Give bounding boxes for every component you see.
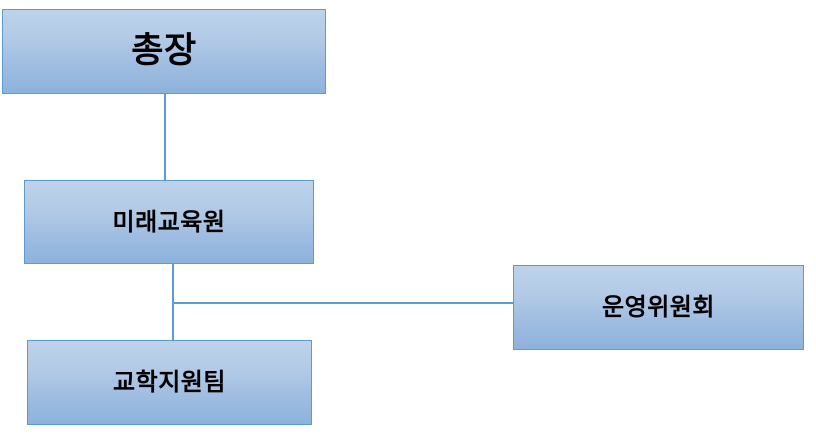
- node-future-education-institute[interactable]: 미래교육원: [24, 180, 314, 264]
- node-president-label: 총장: [131, 31, 197, 72]
- connector-president-to-institute: [164, 93, 166, 181]
- node-steering-committee-label: 운영위원회: [602, 293, 715, 322]
- connector-institute-to-steering-committee: [172, 302, 514, 304]
- node-academic-support-team[interactable]: 교학지원팀: [27, 340, 312, 425]
- node-president[interactable]: 총장: [2, 9, 326, 94]
- node-steering-committee[interactable]: 운영위원회: [513, 265, 804, 350]
- node-future-education-institute-label: 미래교육원: [112, 207, 226, 236]
- node-academic-support-team-label: 교학지원팀: [113, 368, 226, 397]
